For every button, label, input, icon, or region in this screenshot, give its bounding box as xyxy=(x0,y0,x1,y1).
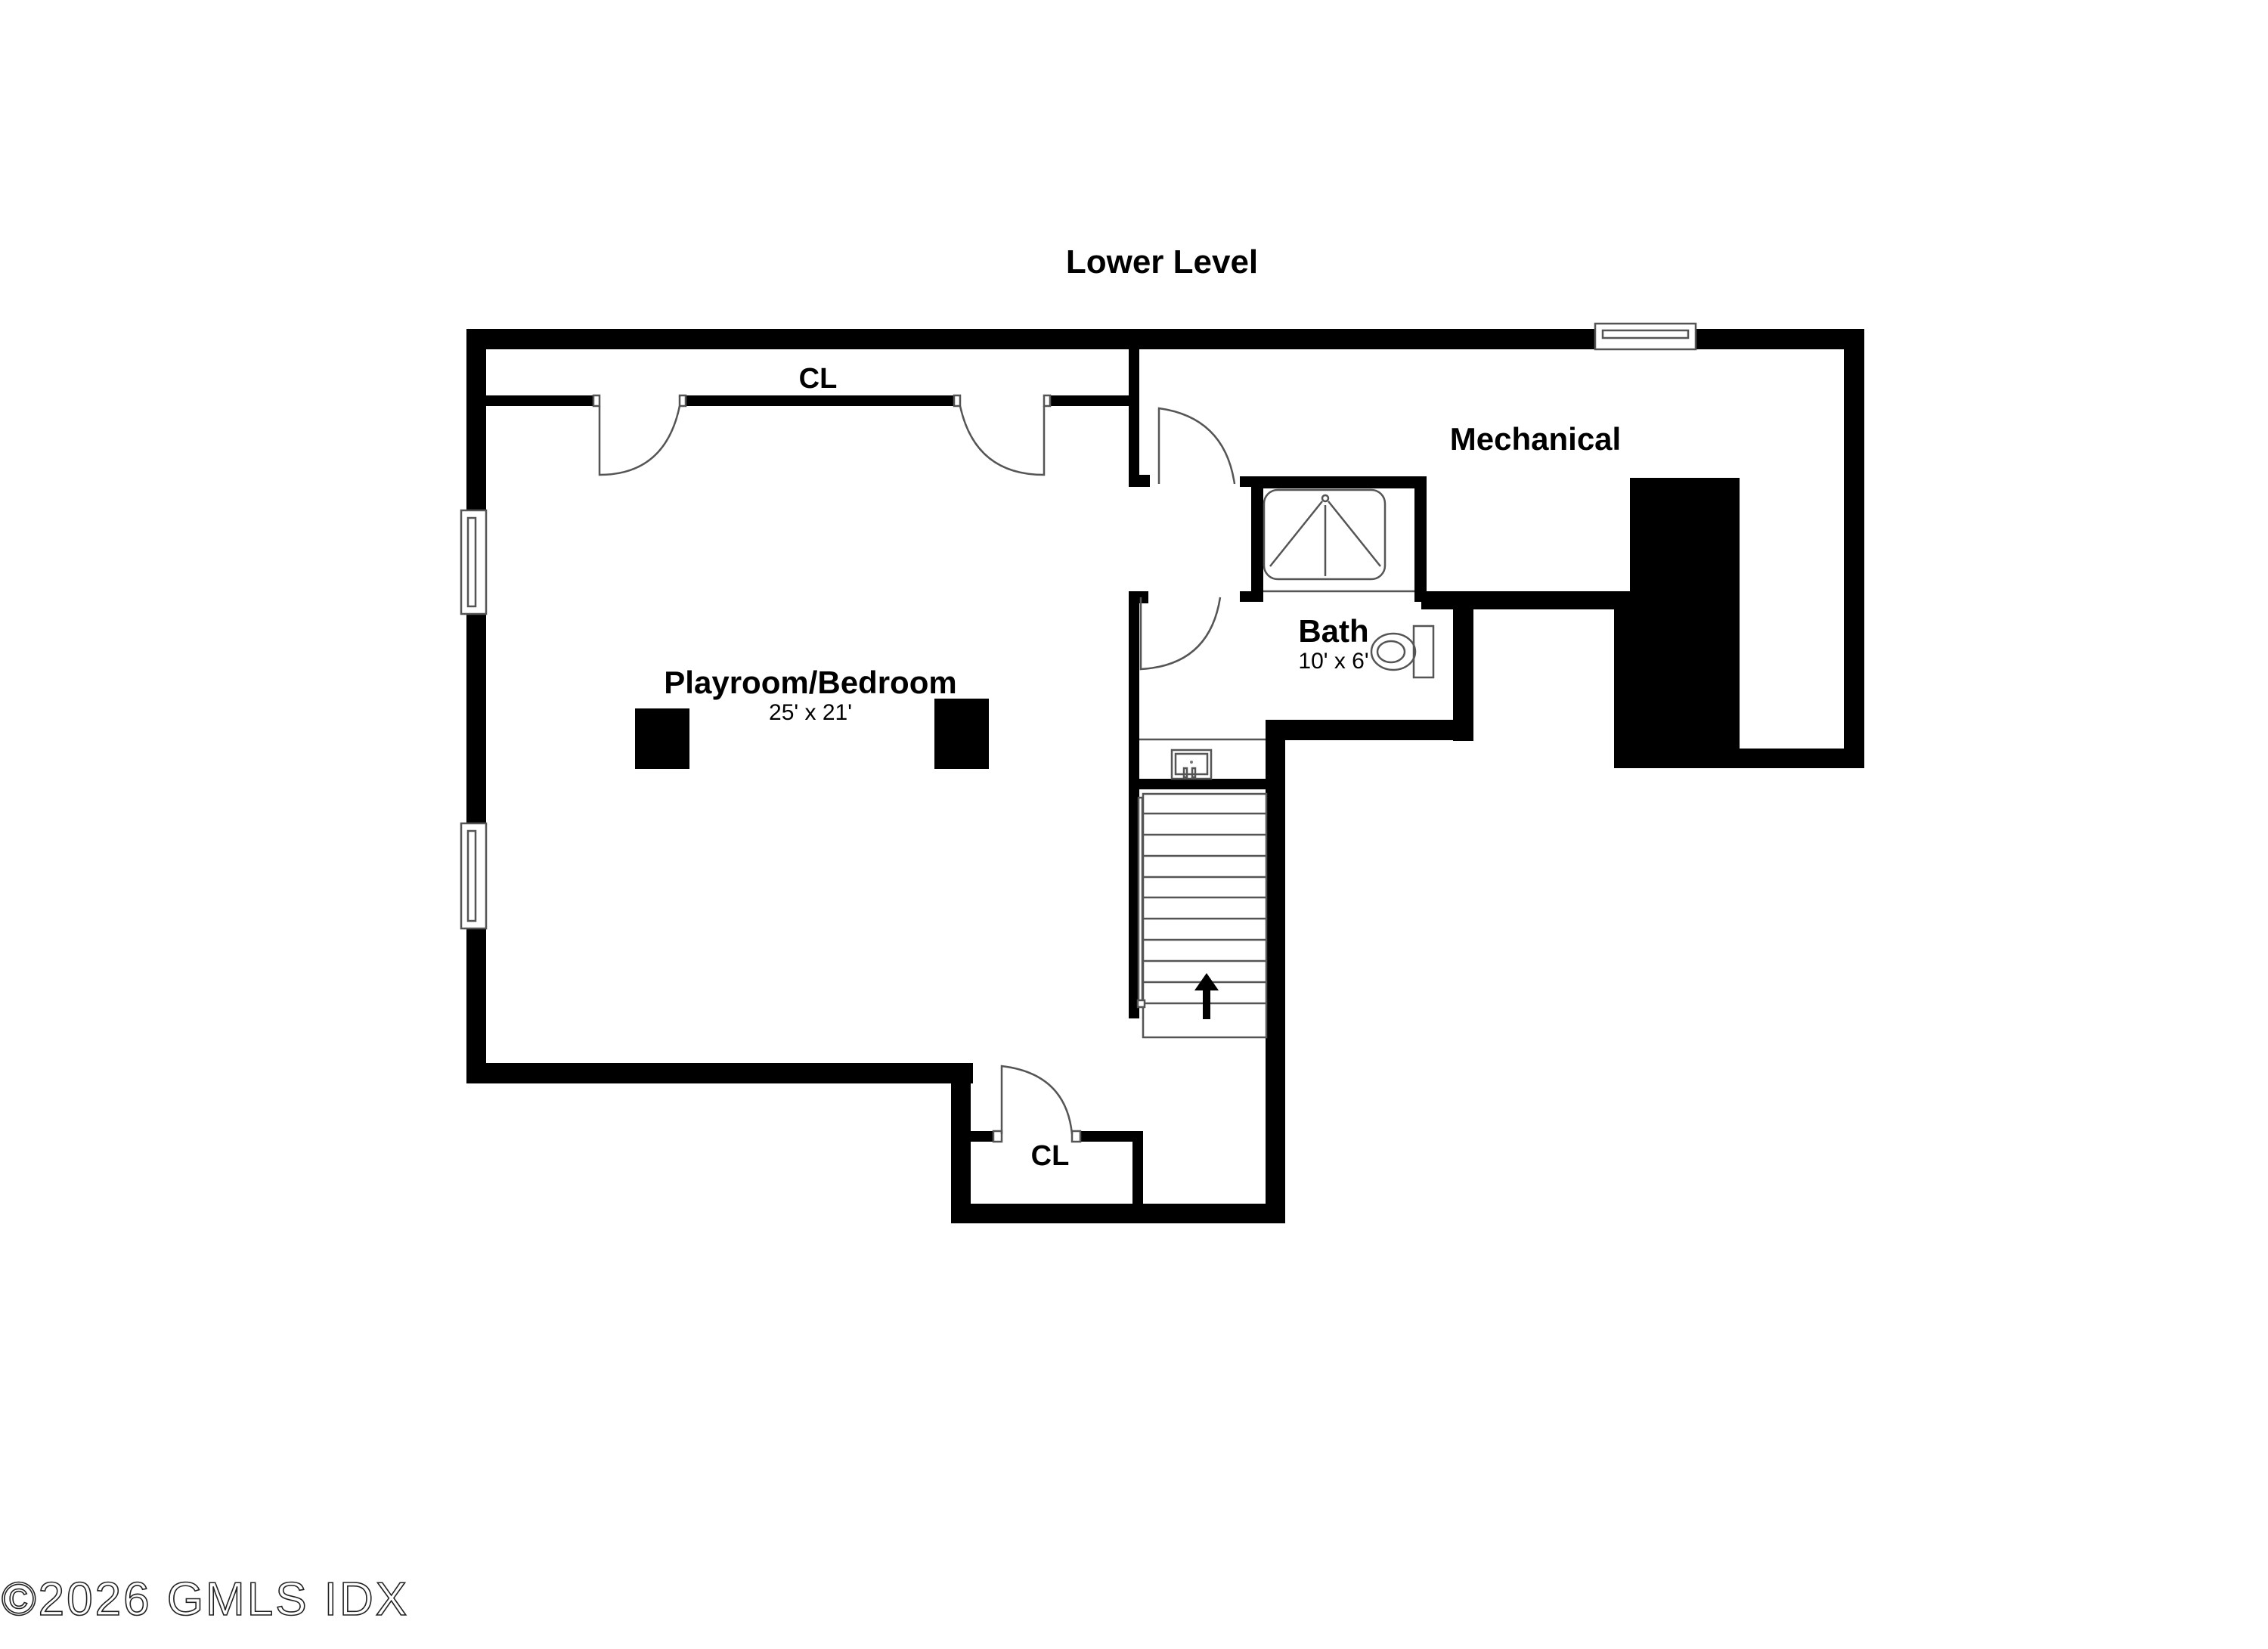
support-column xyxy=(635,708,689,769)
plan-title: Lower Level xyxy=(1065,243,1259,281)
door-jambs xyxy=(592,394,1082,1143)
room-playroom: Playroom/Bedroom 25' x 21' xyxy=(664,665,956,726)
windows xyxy=(460,322,1697,930)
room-label-playroom: Playroom/Bedroom xyxy=(664,665,957,700)
toilet xyxy=(1370,625,1435,679)
room-label-closet-top: CL xyxy=(798,363,838,395)
doors xyxy=(598,405,1236,1135)
staircase xyxy=(1136,792,1268,1039)
walls xyxy=(466,329,1864,1223)
stairs-up-arrow-icon xyxy=(1194,973,1219,1019)
support-column xyxy=(934,699,989,769)
room-dimensions-bath: 10' x 6' xyxy=(1298,649,1369,674)
sink xyxy=(1139,738,1266,780)
room-bath: Bath 10' x 6' xyxy=(1298,614,1368,674)
window-left-lower xyxy=(460,822,488,930)
room-label-mechanical: Mechanical xyxy=(1449,421,1622,457)
room-label-closet-bottom: CL xyxy=(1030,1140,1070,1172)
window-top xyxy=(1594,322,1697,351)
room-label-bath: Bath xyxy=(1298,613,1369,649)
window-left-upper xyxy=(460,509,488,615)
shower-stall xyxy=(1263,488,1414,593)
copyright-watermark: ©2026 GMLS IDX xyxy=(1,1573,410,1626)
room-dimensions-playroom: 25' x 21' xyxy=(769,700,852,725)
